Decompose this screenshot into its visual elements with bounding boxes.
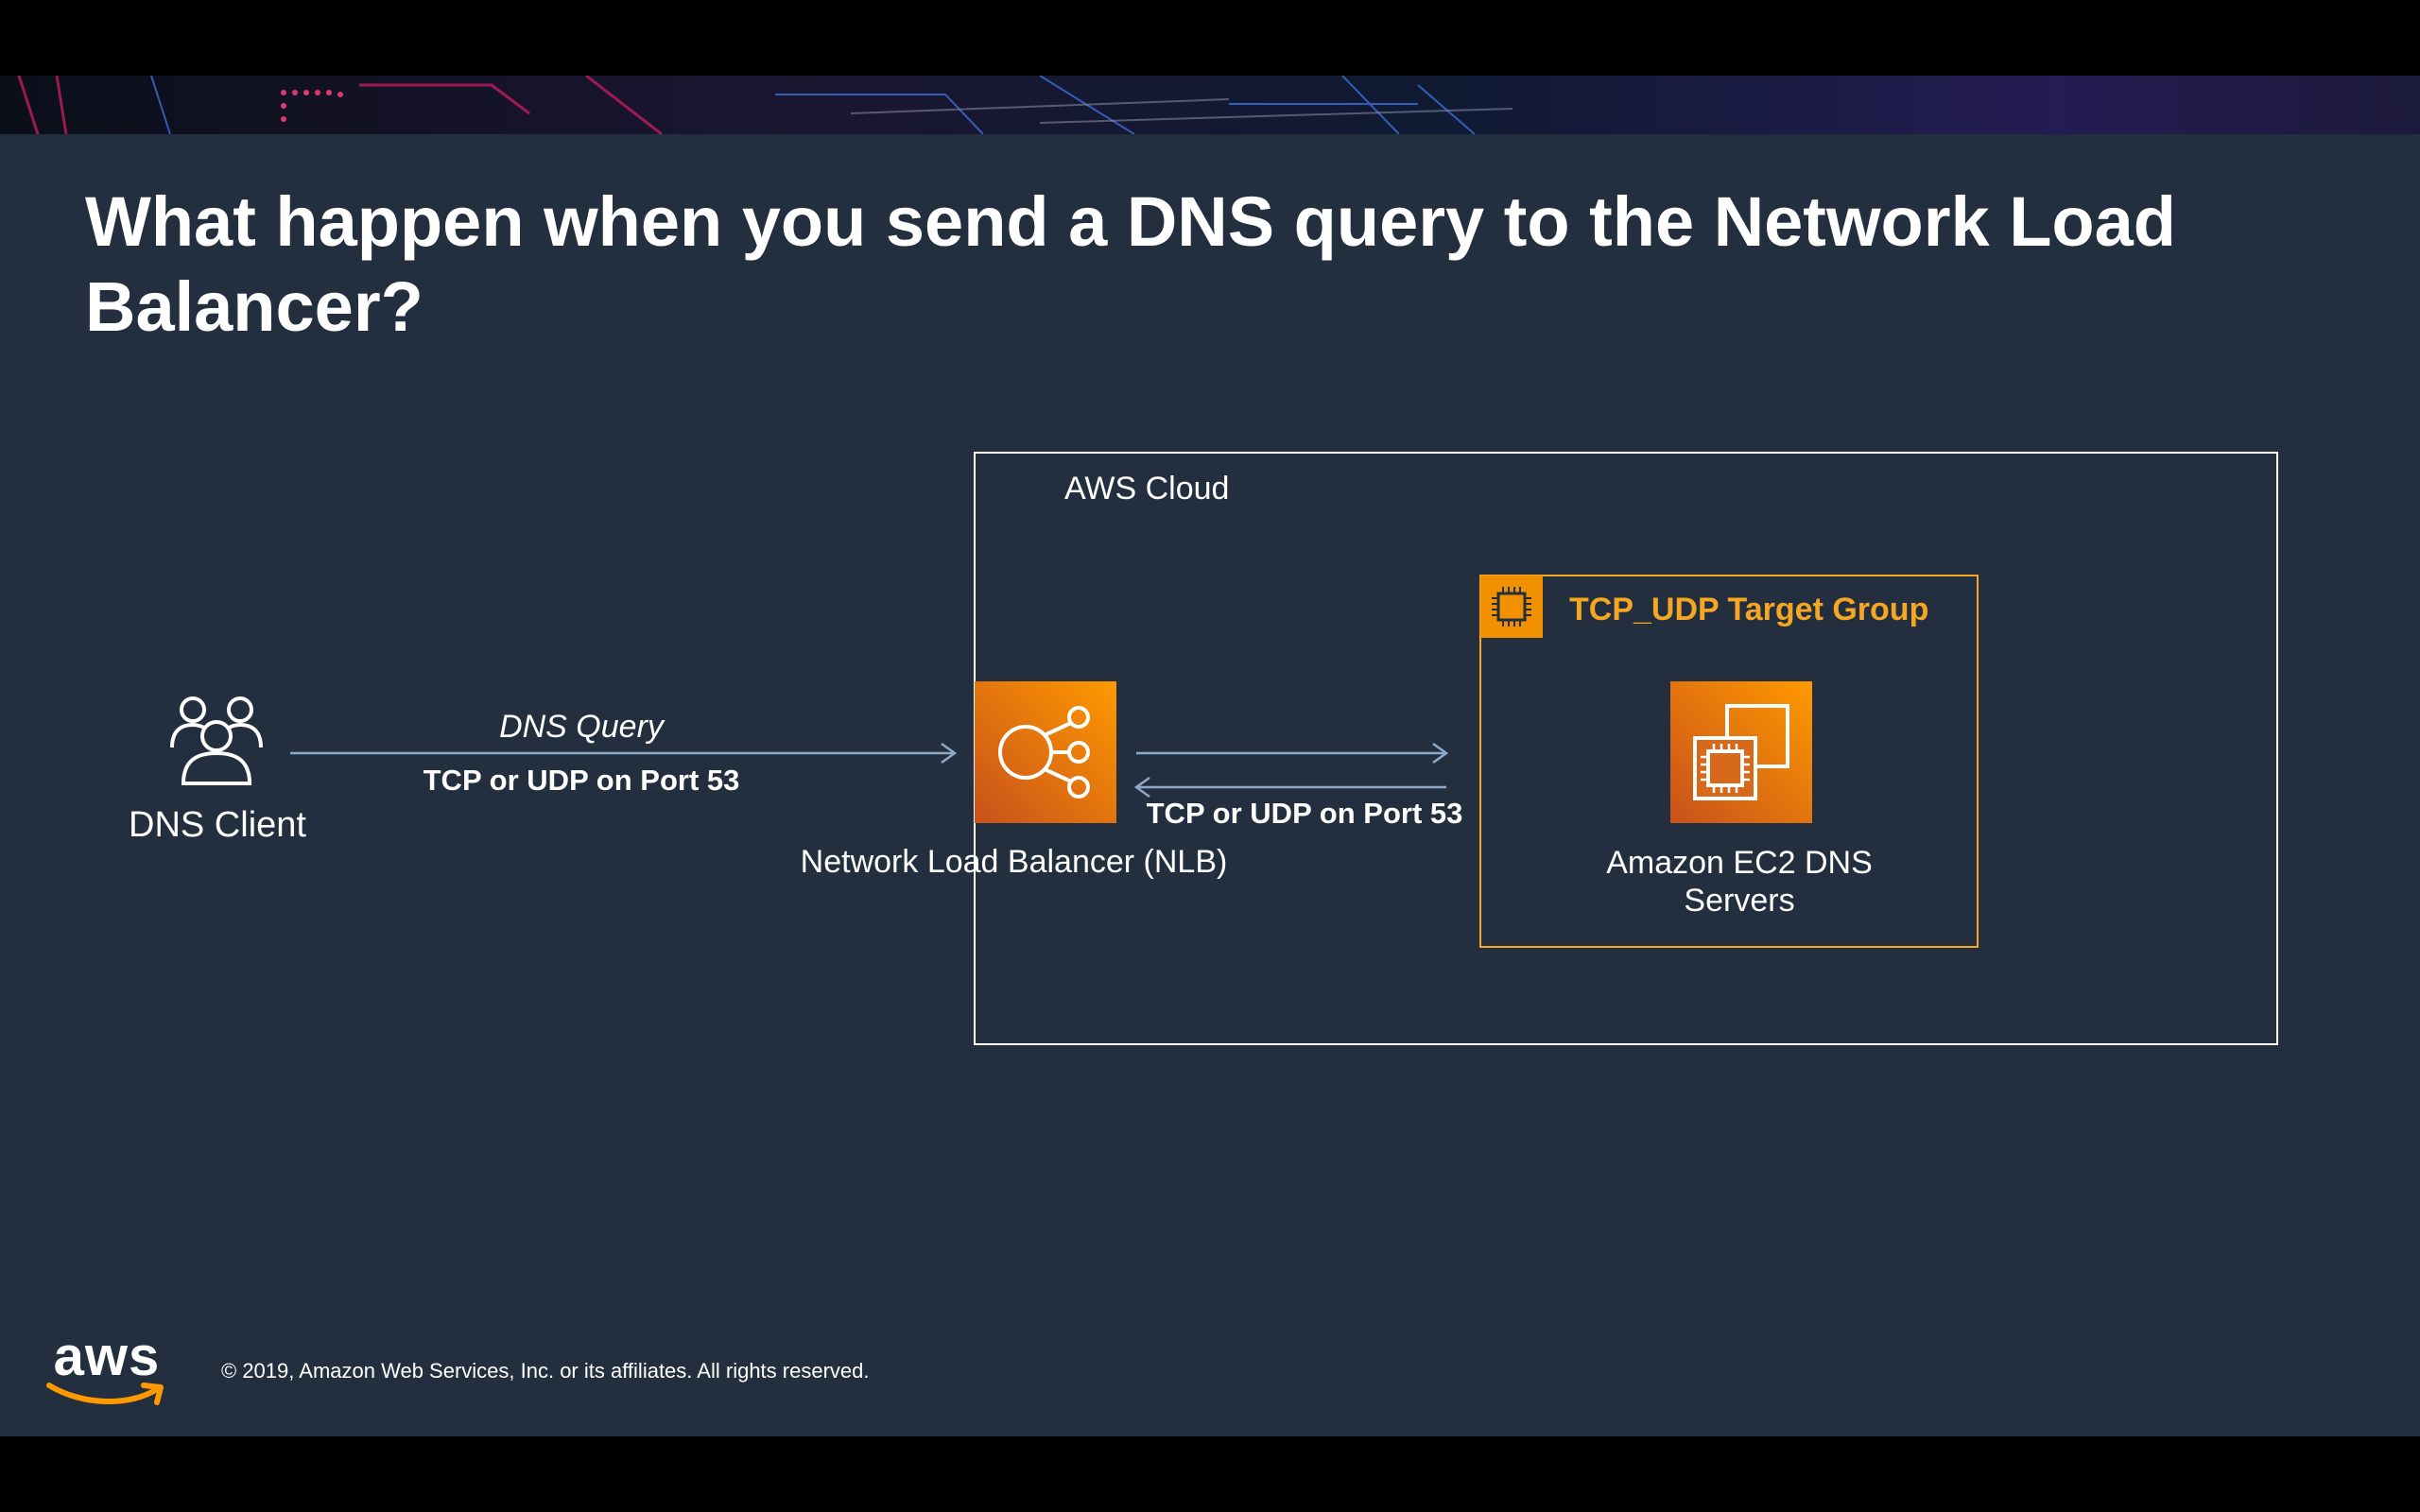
circuit-pattern <box>17 76 1513 134</box>
aws-cloud-label: AWS Cloud <box>1064 471 1230 507</box>
protocol-label-targets: TCP or UDP on Port 53 <box>1146 797 1463 830</box>
slide-background <box>0 134 2420 1436</box>
protocol-label-client: TCP or UDP on Port 53 <box>423 764 740 797</box>
nlb-to-targets-arrow <box>1136 742 1449 765</box>
users-icon <box>168 693 267 792</box>
ec2-dns-servers-label: Amazon EC2 DNS Servers <box>1606 845 1873 919</box>
ec2-instances-icon <box>1670 681 1812 823</box>
aws-logo-text: aws <box>53 1326 161 1387</box>
nlb-label: Network Load Balancer (NLB) <box>800 844 1228 880</box>
dns-query-label: DNS Query <box>499 709 664 745</box>
aws-logo: aws <box>45 1325 168 1410</box>
load-balancer-icon <box>975 681 1116 823</box>
targets-to-nlb-arrow <box>1133 776 1446 799</box>
client-to-nlb-arrow <box>290 742 958 765</box>
copyright-notice: © 2019, Amazon Web Services, Inc. or its… <box>221 1359 870 1383</box>
target-group-label: TCP_UDP Target Group <box>1569 592 1929 627</box>
chip-icon <box>1480 576 1543 638</box>
page-title: What happen when you send a DNS query to… <box>85 182 2176 346</box>
target-group-box <box>1479 575 1979 948</box>
dns-client-label: DNS Client <box>129 805 306 845</box>
header-banner <box>0 76 2420 134</box>
aws-smile-icon <box>46 1383 164 1405</box>
